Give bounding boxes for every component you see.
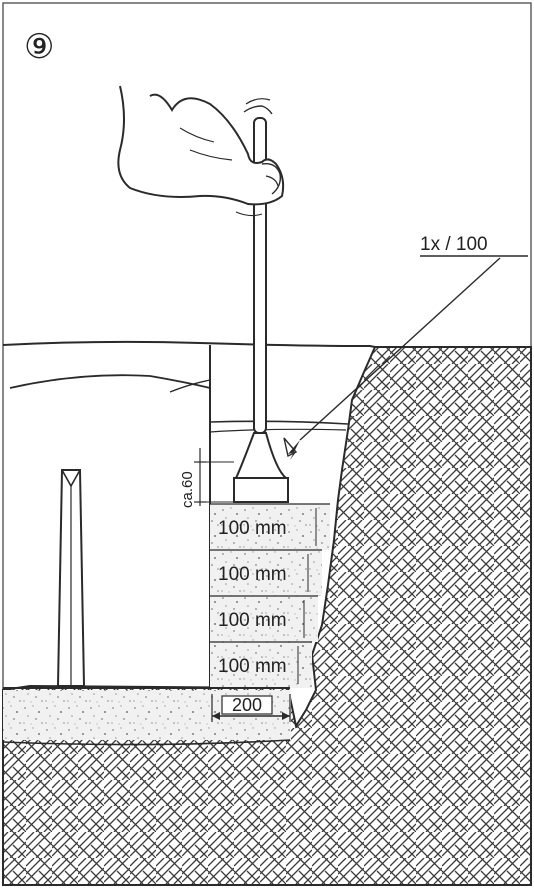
compacted-layer [210,596,318,642]
ground-surface [2,340,376,348]
width-label: 200 [232,695,262,715]
ground-contour [9,374,211,389]
figure-number: ⑨ [24,28,54,66]
stake-icon [56,469,86,687]
compaction-note: 1x / 100 [420,234,488,255]
compacted-layer [210,550,322,596]
compacted-layer [210,642,312,688]
natural-soil [2,346,532,886]
compacted-layers: 100 mm 100 mm 100 mm 100 mm [210,503,330,688]
hand-icon [117,85,285,217]
width-dimension [211,694,291,722]
loose-fill-line [209,420,349,425]
layer-thickness-label: 100 mm [218,518,287,539]
compacted-layer [210,504,330,550]
gap-label: ca.60 [179,471,196,508]
gap-dimension [194,448,234,506]
layer-thickness-label: 100 mm [218,610,287,631]
layer-thickness-label: 100 mm [218,564,287,585]
annotation-leader [283,255,528,460]
layer-thickness-label: 100 mm [218,656,287,677]
